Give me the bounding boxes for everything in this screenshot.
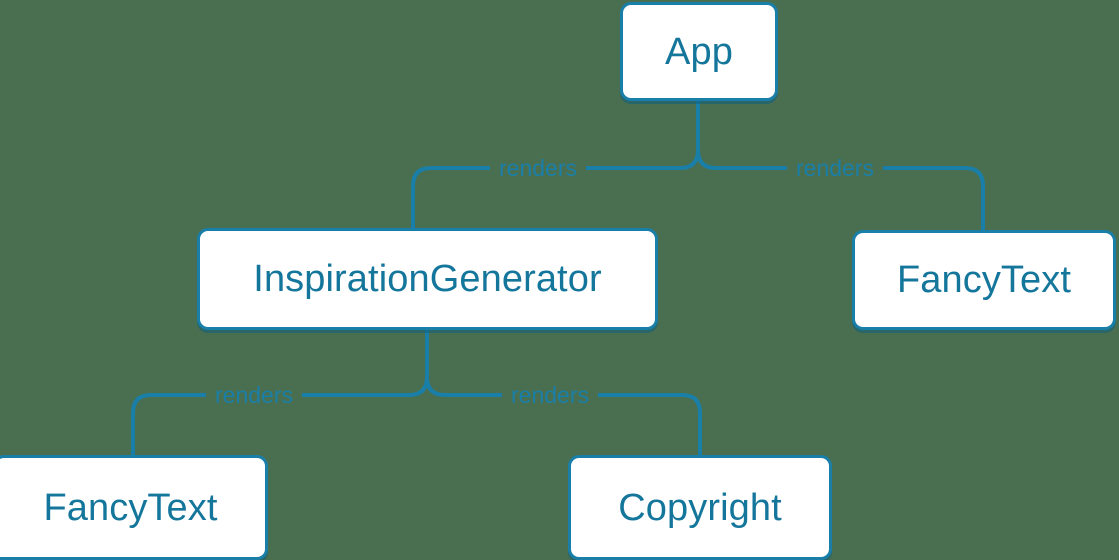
node-copyright[interactable]: Copyright	[568, 455, 832, 560]
node-copyright-label: Copyright	[618, 486, 782, 529]
node-inspiration-generator-label: InspirationGenerator	[253, 258, 602, 300]
node-fancytext-right-label: FancyText	[896, 259, 1072, 301]
node-app[interactable]: App	[620, 2, 778, 101]
node-fancytext-right[interactable]: FancyText	[852, 230, 1116, 330]
edge-label-inspiration-generator-to-fancytext: renders	[206, 384, 302, 407]
node-fancytext-bottom-label: FancyText	[43, 486, 218, 529]
node-inspiration-generator[interactable]: InspirationGenerator	[197, 228, 658, 330]
edge-label-app-to-inspiration-generator: renders	[490, 157, 586, 180]
edge-label-inspiration-generator-to-copyright: renders	[502, 384, 598, 407]
edge-label-app-to-fancytext: renders	[787, 157, 883, 180]
node-fancytext-bottom[interactable]: FancyText	[0, 455, 268, 560]
node-app-label: App	[665, 30, 733, 73]
